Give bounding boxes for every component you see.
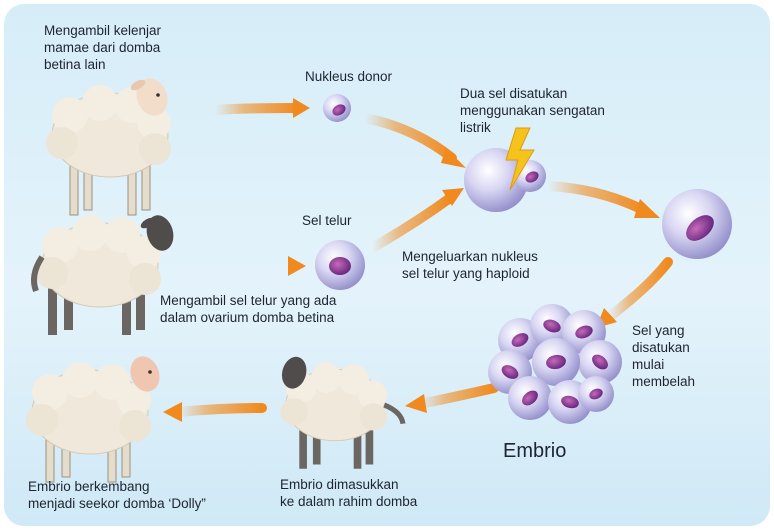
cell-icon	[464, 148, 546, 212]
arrow-egg-to-fusion	[372, 188, 464, 248]
sheep-icon	[279, 354, 403, 469]
arrow-fusion-to-cell	[548, 186, 660, 218]
label-mammary: Mengambil kelenjar mamae dari domba beti…	[44, 22, 161, 73]
embryo-cluster-icon	[488, 304, 622, 424]
arrow-sheep-to-egg	[180, 256, 306, 276]
label-fusion: Dua sel disatukan menggunakan sengatan l…	[460, 85, 605, 136]
label-donor-nucleus: Nukleus donor	[305, 68, 392, 85]
label-dolly: Embrio berkembang menjadi seekor domba ‘…	[28, 478, 206, 512]
arrow-mammary-to-nucleus	[215, 98, 310, 118]
cell-icon	[662, 189, 732, 259]
arrow-sheep-to-dolly	[163, 402, 262, 422]
sheep-icon	[34, 212, 177, 335]
arrow-nucleus-to-fusion	[365, 118, 466, 168]
sheep-icon	[46, 74, 173, 215]
cell-icon	[323, 94, 351, 122]
label-egg-cell: Sel telur	[302, 212, 352, 229]
sheep-icon	[26, 352, 164, 482]
label-take-egg: Mengambil sel telur yang ada dalam ovari…	[160, 292, 336, 326]
arrow-cell-to-embryo	[596, 262, 668, 328]
label-embryo: Embrio	[503, 440, 566, 463]
label-dividing: Sel yang disatukan mulai membelah	[632, 322, 695, 390]
cell-icon	[315, 240, 365, 290]
arrow-embryo-to-sheep	[405, 388, 494, 413]
label-remove-nucleus: Mengeluarkan nukleus sel telur yang hapl…	[402, 248, 538, 282]
label-implant: Embrio dimasukkan ke dalam rahim domba	[280, 476, 417, 510]
